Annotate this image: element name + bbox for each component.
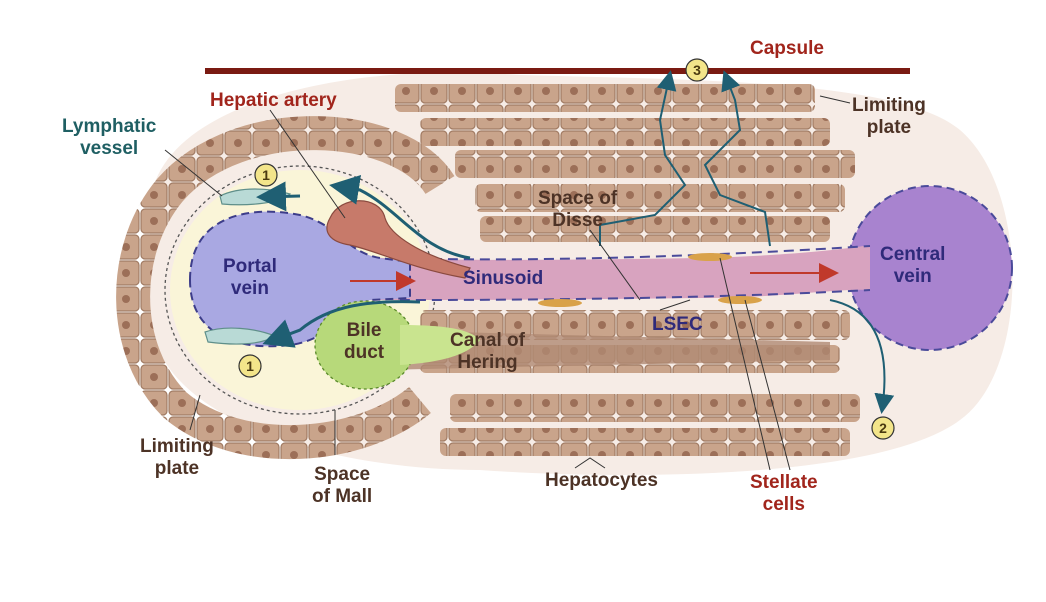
stellate-cells-label: Stellate cells xyxy=(750,472,818,515)
hepatic-artery-shape xyxy=(326,200,471,279)
leader-line xyxy=(819,95,851,104)
sinusoid-lower-wall xyxy=(399,289,871,301)
leader-line xyxy=(589,229,641,301)
svg-text:1: 1 xyxy=(246,358,254,374)
limiting-plate-bottom-label: Limiting plate xyxy=(140,436,214,479)
hepatocytes-label: Hepatocytes xyxy=(545,470,658,491)
bile-duct-label: Bile duct xyxy=(344,320,385,363)
flow-arrow-space-of-mall xyxy=(829,299,895,414)
leader-line xyxy=(269,109,346,219)
stellate-cell xyxy=(538,299,582,307)
svg-text:3: 3 xyxy=(693,62,701,78)
portal-vein-label: Portal vein xyxy=(223,256,277,299)
marker-3: 3 xyxy=(685,58,709,82)
lymph-flow-path xyxy=(599,70,687,246)
canal-of-hering-label: Canal of Hering xyxy=(450,330,525,373)
lsec-label: LSEC xyxy=(652,314,703,335)
limiting-plate-top-label: Limiting plate xyxy=(852,95,926,138)
hepatocyte-plate xyxy=(450,394,860,422)
flow-arrow-top xyxy=(329,174,471,260)
limiting-plate-ring xyxy=(116,116,455,460)
leader-line xyxy=(744,299,791,471)
hepatocyte-plate xyxy=(480,216,830,242)
hepatocytes-bracket xyxy=(574,457,606,469)
stellate-cell xyxy=(688,253,732,261)
marker-2: 2 xyxy=(871,416,895,440)
capsule-label: Capsule xyxy=(750,38,824,59)
space-of-mall-label: Space of Mall xyxy=(312,464,373,507)
sinusoid-shape xyxy=(330,245,870,300)
marker-1-bottom: 1 xyxy=(238,354,262,378)
space-of-disse-label: Space of Disse xyxy=(538,188,618,231)
flow-arrow-bottom xyxy=(262,300,421,348)
hepatocyte-plate xyxy=(420,310,850,340)
stellate-cell xyxy=(718,296,762,304)
sinusoid-upper-wall xyxy=(399,245,871,261)
lymph-flow-path xyxy=(703,70,771,247)
svg-text:1: 1 xyxy=(262,167,270,183)
central-vein-shape xyxy=(847,185,1013,351)
leader-line xyxy=(659,299,691,311)
hepatic-artery-label: Hepatic artery xyxy=(210,90,337,111)
hepatocyte-plate xyxy=(420,118,830,146)
leader-line xyxy=(164,149,223,197)
bile-duct-extension xyxy=(400,325,480,365)
hepatocyte-plate xyxy=(475,184,845,212)
svg-text:2: 2 xyxy=(879,420,887,436)
central-vein-label: Central vein xyxy=(880,244,946,287)
marker-1-top: 1 xyxy=(254,163,278,187)
leader-line xyxy=(719,257,771,471)
capsule-line xyxy=(205,68,910,74)
lymphatic-vessel-label: Lymphatic vessel xyxy=(62,116,157,159)
canal-of-hering-shape xyxy=(380,330,830,370)
hepatocyte-plate xyxy=(455,150,855,178)
portal-vein-shape xyxy=(188,210,411,348)
hepatocyte-plate xyxy=(395,84,815,112)
leader-line xyxy=(189,394,201,431)
flow-arrow-top-lymph xyxy=(256,181,301,212)
hepatocyte-plate xyxy=(440,428,850,456)
sinusoid-label: Sinusoid xyxy=(463,268,544,289)
